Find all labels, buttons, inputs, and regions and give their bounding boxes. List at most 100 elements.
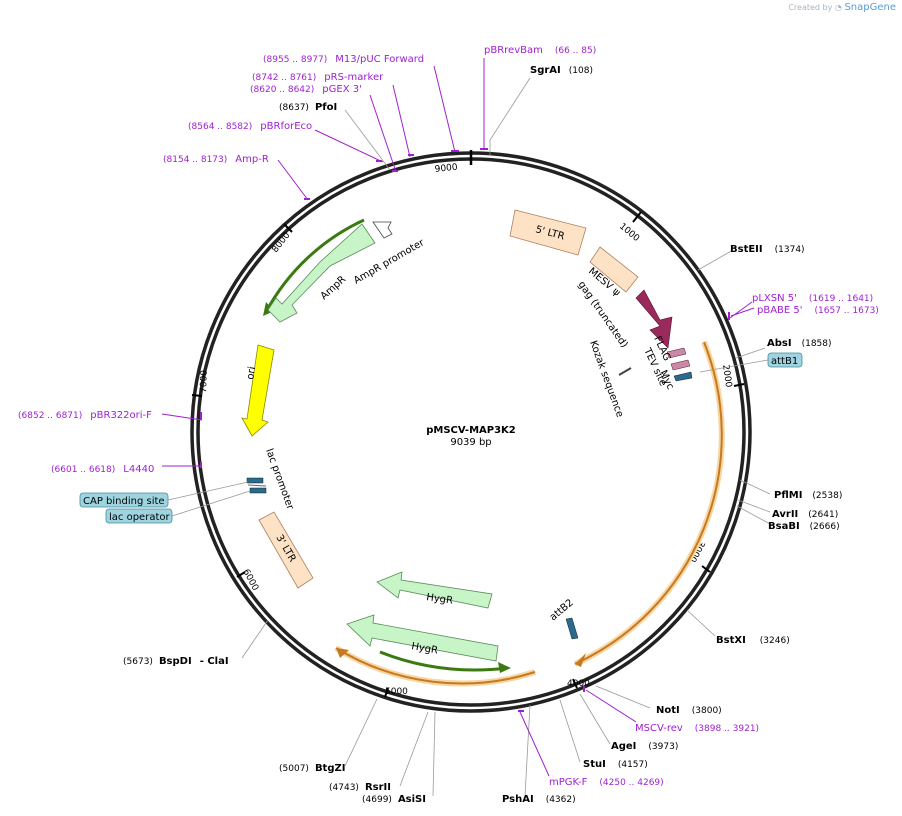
primer-pbr322ori-f: (6852 .. 6871)pBR322ori-F [18,410,152,421]
credit-prefix: Created by [788,3,833,12]
feature-tev[interactable] [670,359,691,371]
orf-arc-hygr[interactable] [379,650,509,672]
feature-ori[interactable]: ori [241,344,275,437]
enzyme-bstxi: BstXI (3246) [716,635,790,646]
enzyme-name: PflMI [774,490,802,501]
orf-arrowhead [575,653,586,667]
primer-pos: (1657 .. 1673) [815,306,879,316]
enzyme-pos: (5007) [279,764,309,774]
enzyme-pos: (4699) [362,795,392,805]
tick-2000: 2000 [720,364,733,388]
feature-cap-binding-site[interactable] [246,477,264,484]
label-cap-binding-site: CAP binding site [83,496,165,507]
feature-map3k2-gene[interactable] [635,289,673,349]
plasmid-size: 9039 bp [450,437,491,448]
enzyme-pos: (1858) [802,339,832,349]
label-ampr: AmpR [319,274,349,302]
tick-mark-2000 [733,383,745,387]
boxed-label-cap-binding-site[interactable]: CAP binding site [79,481,249,508]
primer-plxsn5: pLXSN 5'(1619 .. 1641) [752,293,873,304]
feature-mesv-psi[interactable] [589,246,639,293]
tick-1000: 1000 [617,222,641,245]
primer-pos: (3898 .. 3921) [695,724,759,734]
feature-flag[interactable] [666,347,687,359]
feature-3ltr[interactable]: 3' LTR [258,511,314,589]
tick-9000: 9000 [434,163,458,175]
primer-name: pLXSN 5' [752,293,797,304]
primer-pbrforeco: (8564 .. 8582) pBRforEco [188,121,312,132]
feature-tags [618,347,693,382]
tick-mark-6000 [236,571,246,578]
enzyme-name: BstXI [716,635,746,646]
enzyme-name: BtgZI [315,763,346,774]
primer-l4440: (6601 .. 6618)L4440 [51,464,154,475]
enzyme-pos: (4362) [546,795,576,805]
boxed-label-lac-operator[interactable]: lac operator [105,490,251,524]
label-hygr-1: HygR [426,592,454,607]
primer-name: pRS-marker [324,72,384,83]
primer-name: L4440 [123,464,154,475]
primer-name: MSCV-rev [635,723,683,734]
label-attb1: attB1 [771,356,798,367]
enzyme-rsrii: (4743)RsrII [329,782,391,793]
orf-arc-outer-halo [573,340,725,667]
primer-name: pBRrevBam [484,45,543,56]
feature-kozak[interactable] [618,367,632,376]
primer-leader-lines [161,58,755,777]
tick-mark-4000 [572,678,578,689]
orf-arc-hyg[interactable] [335,647,536,685]
primer-pos: (8154 .. 8173) [163,155,227,165]
primer-pgex3: (8620 .. 8642)pGEX 3' [250,84,362,95]
enzyme-name: BspDI [159,656,192,667]
primer-name: pBRforEco [260,121,312,132]
primer-pos: (66 .. 85) [555,46,596,56]
primer-name: pGEX 3' [322,84,362,95]
feature-attb2[interactable] [565,617,579,640]
feature-myc[interactable] [673,371,693,382]
label-kozak: Kozak sequence [587,339,625,419]
enzyme-pos: (5673) [123,657,153,667]
feature-lac-operator[interactable] [249,487,267,494]
label-lac-promoter: lac promoter [263,447,296,512]
feature-lac[interactable] [246,477,267,494]
primer-pos: (8955 .. 8977) [263,55,327,65]
enzyme-name: StuI [583,759,606,770]
feature-hygr-2[interactable]: HygR [346,614,499,662]
enzyme-bspdi-clai: (5673)BspDI- ClaI [123,656,229,667]
enzyme-name: AvrII [772,509,798,520]
feature-hygr-1[interactable]: HygR [376,571,493,609]
enzyme-pfoi: (8637) PfoI [279,102,337,113]
enzyme-pflmi: PflMI(2538) [774,490,842,501]
primer-mpgk-f: mPGK-F(4250 .. 4269) [549,777,664,788]
enzyme-avrii: AvrII(2641) [772,509,838,520]
primer-pbabe5: pBABE 5'(1657 .. 1673) [757,305,879,316]
enzyme-name: BstEII [730,244,763,255]
enzyme-pos: (3246) [760,636,790,646]
primer-pos: (8564 .. 8582) [188,122,252,132]
enzyme-absi: AbsI(1858) [767,338,832,349]
tick-marks [191,211,745,698]
feature-ampr-promoter[interactable] [372,221,393,239]
enzyme-name: PfoI [315,102,337,113]
primer-amp-r: (8154 .. 8173)Amp-R [163,154,269,165]
enzyme-name: BsaBI [768,521,800,532]
enzyme-agei: AgeI(3973) [611,741,678,752]
primer-m13-puc-forward: (8955 .. 8977)M13/pUC Forward [263,54,424,65]
enzyme-name: NotI [656,705,680,716]
credit-brand: SnapGene [844,2,896,13]
orf-arc-map3k2[interactable] [574,341,723,665]
enzyme-name: SgrAI [530,65,561,76]
primer-name: mPGK-F [549,777,588,788]
enzyme-pos: (2666) [810,522,840,532]
tick-mark-5000 [384,687,389,698]
enzyme-stui: StuI(4157) [583,759,648,770]
enzyme-pos: (8637) [279,103,309,113]
boxed-label-attb1[interactable]: attB1 [699,352,803,373]
orf-arc-ampr[interactable] [264,218,365,313]
enzyme-pos: (1374) [775,245,805,255]
tick-4000: 4000 [567,679,590,689]
enzyme-name: PshAI [502,794,534,805]
primer-name: pBR322ori-F [90,410,152,421]
tick-7000: 7000 [199,370,210,394]
feature-5ltr[interactable]: 5' LTR [509,209,587,256]
